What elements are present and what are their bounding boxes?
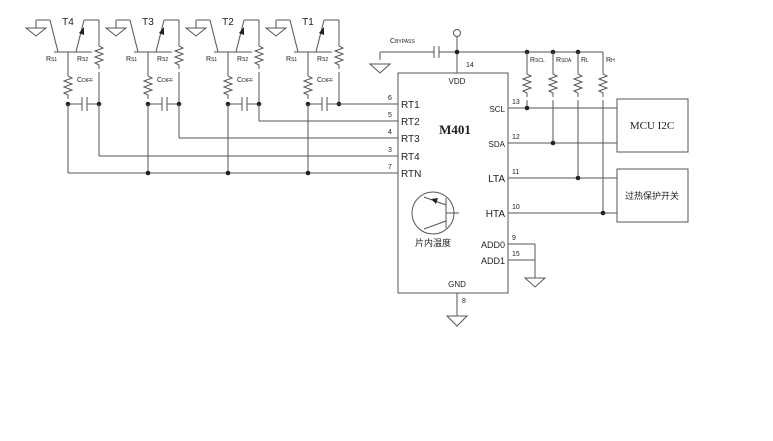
- gnd-pin-number: 8: [462, 298, 466, 305]
- pin-number: 4: [388, 129, 392, 136]
- gnd-label: GND: [448, 280, 466, 289]
- cdiff-label: CDIFF: [237, 77, 253, 84]
- rt-lines: [67, 103, 398, 176]
- pin-number: 6: [388, 95, 392, 102]
- overheat-protection-box: 过热保护开关: [616, 168, 689, 223]
- bypass-cap-label: CBYPASS: [390, 38, 415, 45]
- ground-icon: [104, 27, 128, 37]
- rs1-label: RS1: [46, 56, 57, 63]
- emitter-arrow-icon: [319, 27, 324, 35]
- cdiff-label: CDIFF: [157, 77, 173, 84]
- pin-label-rt1: RT1: [401, 100, 420, 111]
- m401-chip: VDD GND M401 14 8 片内温度: [397, 62, 509, 305]
- pin-label-rt2: RT2: [401, 117, 420, 128]
- ground-icon: [264, 27, 288, 37]
- cdiff-label: CDIFF: [317, 77, 333, 84]
- rs1-label: RS1: [126, 56, 137, 63]
- pin-number: 7: [388, 164, 392, 171]
- rs1-label: RS1: [286, 56, 297, 63]
- transistor-label: T3: [142, 17, 154, 28]
- pin-label-lta: LTA: [488, 174, 505, 185]
- pin-label-add1: ADD1: [481, 256, 505, 266]
- pin-number: 3: [388, 147, 392, 154]
- pin-number: 9: [512, 235, 516, 242]
- pullup-label: RSCL: [530, 57, 545, 64]
- svg-text:过热保护开关: 过热保护开关: [625, 190, 679, 201]
- svg-text:MCU I2C: MCU I2C: [630, 120, 674, 132]
- rs2-label: RS2: [317, 56, 328, 63]
- pullup-label: RL: [581, 57, 589, 64]
- pullup-resistor-h: RH: [598, 52, 615, 216]
- pin-label-rt4: RT4: [401, 152, 420, 163]
- pin-label-rtn: RTN: [401, 169, 421, 180]
- pullup-label: RSDA: [556, 57, 572, 64]
- vdd-rail: [368, 29, 603, 74]
- vdd-pin-number: 14: [466, 62, 474, 69]
- pullup-resistor-sda: RSDA: [548, 52, 572, 146]
- pullup-label: RH: [606, 57, 615, 64]
- transistor-label: T2: [222, 17, 234, 28]
- emitter-arrow-icon: [79, 27, 84, 35]
- mcu-i2c-box: MCU I2C: [616, 98, 689, 153]
- emitter-arrow-icon: [239, 27, 244, 35]
- pin-label-rt3: RT3: [401, 134, 420, 145]
- pullup-resistor-scl: RSCL: [522, 52, 545, 111]
- transistor-label: T1: [302, 17, 314, 28]
- temperature-sensor-icon: [411, 191, 459, 235]
- chip-name: M401: [439, 122, 471, 137]
- emitter-arrow-icon: [159, 27, 164, 35]
- cdiff-label: CDIFF: [77, 77, 93, 84]
- transistor-label: T4: [62, 17, 74, 28]
- pin-number: 10: [512, 204, 520, 211]
- ground-icon: [24, 27, 48, 37]
- pin-number: 11: [512, 169, 519, 176]
- rs1-label: RS1: [206, 56, 217, 63]
- pin-number: 12: [512, 134, 520, 141]
- vdd-label: VDD: [449, 77, 466, 86]
- ground-icon: [184, 27, 208, 37]
- rs2-label: RS2: [237, 56, 248, 63]
- pin-number: 13: [512, 99, 520, 106]
- rs2-label: RS2: [157, 56, 168, 63]
- ground-connections: [445, 243, 547, 327]
- pin-label-hta: HTA: [486, 209, 506, 220]
- sensor-label: 片内温度: [415, 237, 451, 248]
- rs2-label: RS2: [77, 56, 88, 63]
- pin-label-sda: SDA: [489, 140, 506, 149]
- pullup-resistor-l: RL: [573, 52, 589, 181]
- pin-number: 15: [512, 251, 520, 258]
- pin-label-scl: SCL: [489, 105, 505, 114]
- pin-number: 5: [388, 112, 392, 119]
- pin-label-add0: ADD0: [481, 240, 505, 250]
